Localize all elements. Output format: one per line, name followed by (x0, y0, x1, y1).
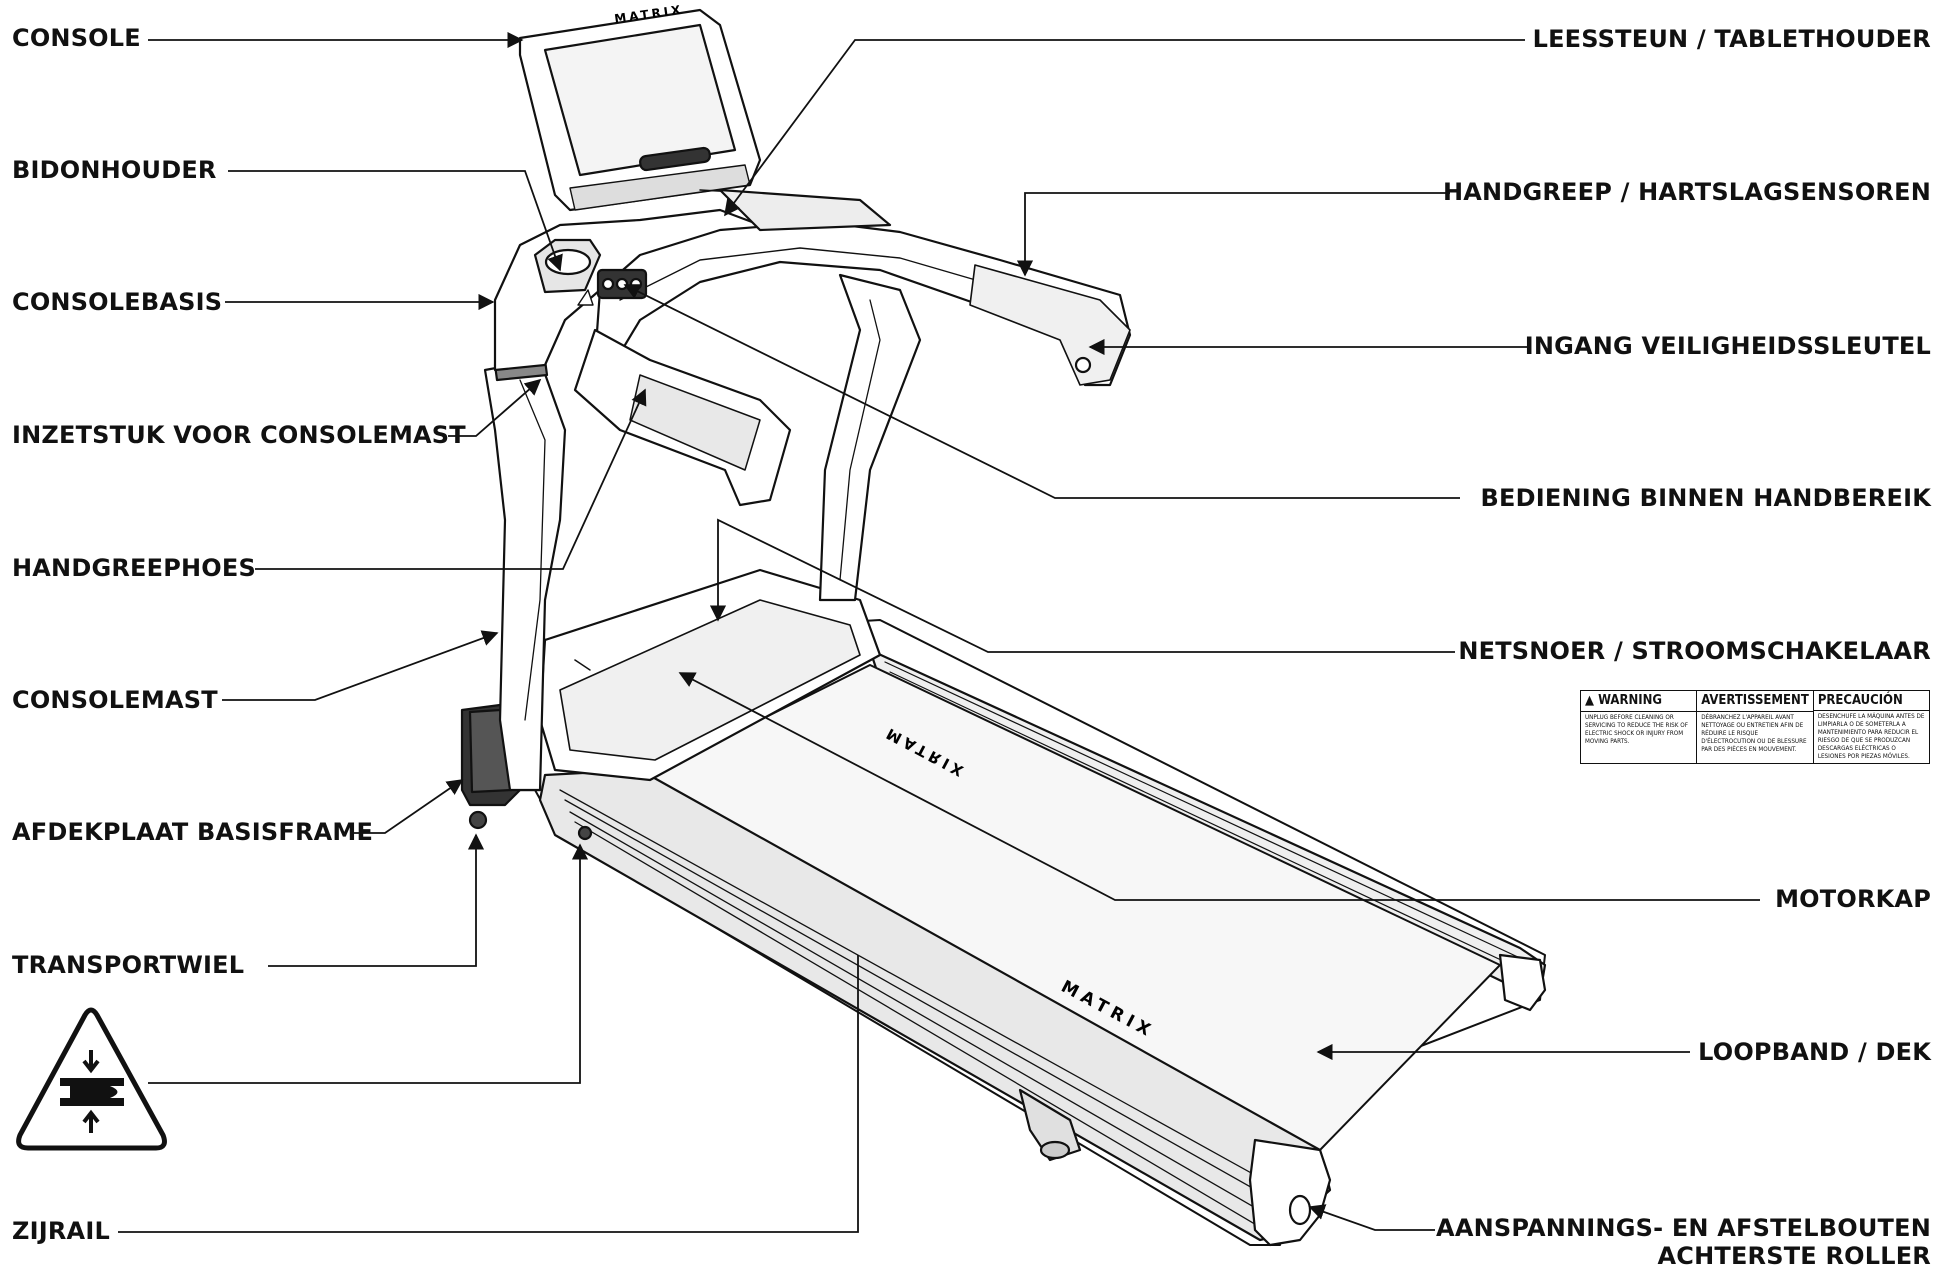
leader-inzetstuk (448, 378, 542, 437)
leader-zijrail (118, 955, 859, 1233)
warning-decal: ▲ WARNING UNPLUG BEFORE CLEANING OR SERV… (1580, 690, 1930, 764)
warning-col-en: ▲ WARNING UNPLUG BEFORE CLEANING OR SERV… (1581, 691, 1698, 763)
leader-bediening (623, 284, 1460, 499)
label-inzetstuk: INZETSTUK VOOR CONSOLEMAST (12, 421, 466, 449)
warning-triangle-icon: ▲ (1585, 693, 1599, 708)
warning-text-en: UNPLUG BEFORE CLEANING OR SERVICING TO R… (1585, 714, 1688, 745)
leader-handgreephoes (255, 388, 647, 570)
leader-netsnoer (709, 518, 1455, 653)
treadmill-illustration (460, 8, 1547, 1247)
label-handgreephoes: HANDGREEPHOES (12, 554, 256, 582)
warning-text-es: DESENCHUFE LA MÁQUINA ANTES DE LIMPIARLA… (1817, 713, 1925, 760)
transport-wheel (468, 810, 488, 830)
warning-col-fr: AVERTISSEMENT DÉBRANCHEZ L'APPAREIL AVAN… (1697, 691, 1814, 763)
warning-title-en: WARNING (1598, 693, 1662, 708)
label-netsnoer: NETSNOER / STROOMSCHAKELAAR (1458, 637, 1931, 665)
warning-text-fr: DÉBRANCHEZ L'APPAREIL AVANT NETTOYAGE OU… (1701, 714, 1807, 753)
label-leessteun: LEESSTEUN / TABLETHOUDER (1532, 25, 1931, 53)
label-bidonhouder: BIDONHOUDER (12, 156, 217, 184)
label-consolebasis: CONSOLEBASIS (12, 288, 223, 316)
label-afdekplaat: AFDEKPLAAT BASISFRAME (12, 818, 374, 846)
leader-transportwiel (268, 833, 485, 967)
label-motorkap: MOTORKAP (1775, 885, 1931, 913)
console-mast-right (818, 273, 922, 602)
leader-bidonhouder (228, 170, 563, 272)
label-handgreep: HANDGREEP / HARTSLAGSENSOREN (1442, 178, 1931, 206)
rear-end-cap (1248, 1138, 1332, 1247)
leader-lines (118, 31, 1760, 1233)
leader-consolemast (222, 630, 499, 701)
label-transportwiel: TRANSPORTWIEL (12, 951, 245, 979)
console-mast-left (483, 358, 567, 792)
label-console: CONSOLE (12, 24, 141, 52)
warning-title-fr: AVERTISSEMENT (1697, 691, 1813, 712)
label-zijrail: ZIJRAIL (12, 1217, 110, 1245)
label-afstelbouten-1: AANSPANNINGS- EN AFSTELBOUTEN (1436, 1214, 1931, 1242)
pinch-hazard-icon (16, 1007, 167, 1151)
leader-leessteun (724, 39, 1525, 217)
leader-handgreep (1016, 192, 1450, 277)
leader-afdekplaat (352, 779, 464, 834)
label-loopband: LOOPBAND / DEK (1698, 1038, 1931, 1066)
leader-motorkap (678, 672, 1760, 901)
label-bediening: BEDIENING BINNEN HANDBEREIK (1480, 484, 1931, 512)
leader-pinch (148, 843, 589, 1084)
label-consolemast: CONSOLEMAST (12, 686, 218, 714)
warning-col-es: PRECAUCIÓN DESENCHUFE LA MÁQUINA ANTES D… (1813, 691, 1929, 763)
leader-afstelbouten (1308, 1204, 1435, 1231)
reading-rack (718, 188, 892, 232)
label-afstelbouten-2: ACHTERSTE ROLLER (1657, 1242, 1931, 1270)
warning-title-es: PRECAUCIÓN (1813, 691, 1929, 711)
label-veiligheidssleutel: INGANG VEILIGHEIDSSLEUTEL (1524, 332, 1931, 360)
console-screen (543, 23, 737, 177)
